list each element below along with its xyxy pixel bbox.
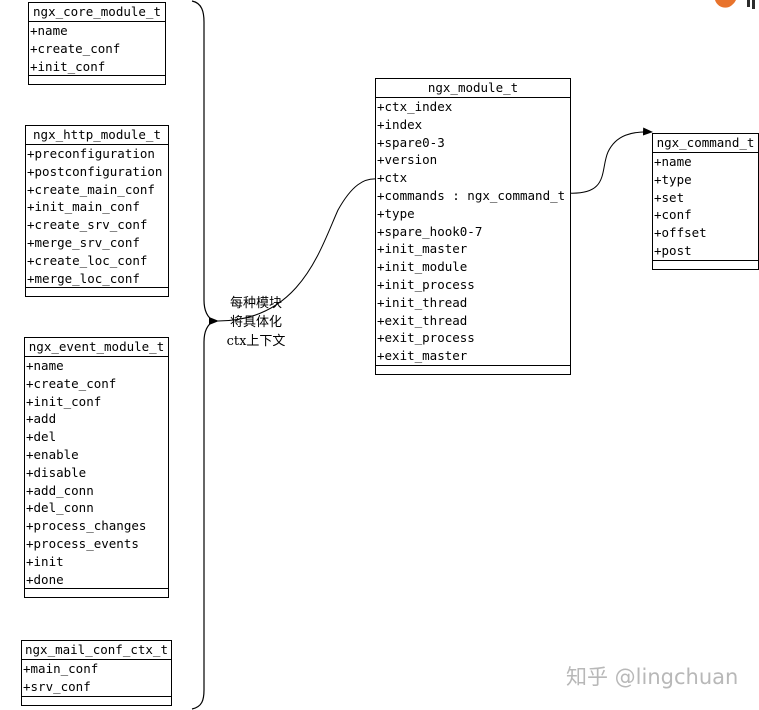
class-field: +del <box>26 429 57 445</box>
class-field: +disable <box>26 464 87 480</box>
class-field: +index <box>377 116 423 132</box>
commands-connector <box>565 127 653 194</box>
class-field: +add_conn <box>26 482 94 498</box>
class-field: +preconfiguration <box>27 146 155 161</box>
class-field: +create_conf <box>30 40 121 56</box>
class-field: +spare_hook0-7 <box>377 223 483 239</box>
grouping-brace <box>191 0 216 710</box>
class-field: +set <box>654 189 685 205</box>
class-field: +postconfiguration <box>27 163 163 179</box>
class-field: +enable <box>26 446 79 462</box>
class-field: +init_process <box>377 276 475 292</box>
class-ngx-event-module-t: ngx_event_module_t +name +create_conf +i… <box>24 337 169 599</box>
class-field: +version <box>377 152 438 168</box>
class-field: +init_main_conf <box>27 199 140 215</box>
class-field: +create_conf <box>26 375 117 391</box>
class-ngx-core-module-t: ngx_core_module_t +name +create_conf +in… <box>28 2 166 86</box>
class-methods-section <box>22 695 171 705</box>
class-field: +name <box>30 23 68 38</box>
class-field: +init_module <box>377 259 468 275</box>
class-title: ngx_mail_conf_ctx_t <box>22 641 171 660</box>
class-field: +create_main_conf <box>27 181 155 197</box>
class-field: +exit_thread <box>377 312 468 328</box>
class-field: +init_master <box>377 241 468 257</box>
class-title: ngx_command_t <box>653 134 758 153</box>
class-field: +exit_process <box>377 330 475 346</box>
class-field: +add <box>26 411 57 427</box>
class-field: +spare0-3 <box>377 134 445 150</box>
class-methods-section <box>26 287 168 296</box>
class-field: +offset <box>654 225 707 241</box>
class-ngx-http-module-t: ngx_http_module_t +preconfiguration +pos… <box>25 125 169 298</box>
ctx-connector <box>208 178 378 326</box>
class-field: +init_thread <box>377 294 468 310</box>
class-field: +name <box>654 154 692 169</box>
class-field: +del_conn <box>26 500 94 516</box>
class-field: +init <box>26 553 64 569</box>
class-field: +done <box>26 571 64 587</box>
annotation-line: 将具体化 <box>229 315 282 330</box>
class-field: +process_changes <box>26 518 147 534</box>
class-field: +init_conf <box>30 58 106 74</box>
class-field: +merge_loc_conf <box>27 270 140 286</box>
class-title: ngx_event_module_t <box>25 338 168 357</box>
class-field: +merge_srv_conf <box>27 234 140 250</box>
class-field: +type <box>654 171 692 187</box>
class-ngx-command-t: ngx_command_t +name +type +set +conf +of… <box>652 133 759 270</box>
watermark-text: 知乎 @lingchuan <box>566 665 739 689</box>
class-field: +srv_conf <box>23 678 91 694</box>
class-field: +ctx <box>377 170 408 186</box>
class-field: +init_conf <box>26 393 102 409</box>
class-field: +process_events <box>26 535 139 551</box>
class-methods-section <box>653 259 758 269</box>
class-ngx-mail-conf-ctx-t: ngx_mail_conf_ctx_t +main_conf +srv_conf <box>21 640 172 706</box>
annotation-line: ctx上下文 <box>226 334 286 349</box>
class-field: +commands : ngx_command_t <box>377 187 566 203</box>
zhihu-logo-icon <box>715 0 755 9</box>
class-title: ngx_http_module_t <box>26 126 168 145</box>
class-methods-section <box>29 75 165 84</box>
class-field: +name <box>26 358 64 373</box>
class-field: +create_srv_conf <box>27 217 148 233</box>
annotation-line: 每种模块 <box>229 296 282 311</box>
class-field: +exit_master <box>377 348 468 364</box>
class-ngx-module-t: ngx_module_t +ctx_index +index +spare0-3… <box>375 78 571 375</box>
ctx-annotation: 每种模块 将具体化 ctx上下文 <box>218 294 294 351</box>
class-field: +post <box>654 242 692 258</box>
class-methods-section <box>25 588 168 597</box>
class-methods-section <box>376 364 570 374</box>
class-field: +ctx_index <box>377 99 453 114</box>
class-field: +type <box>377 205 415 221</box>
class-field: +main_conf <box>23 661 99 676</box>
class-field: +conf <box>654 207 692 223</box>
class-title: ngx_core_module_t <box>29 3 165 22</box>
class-title: ngx_module_t <box>376 79 570 98</box>
class-field: +create_loc_conf <box>27 252 148 268</box>
